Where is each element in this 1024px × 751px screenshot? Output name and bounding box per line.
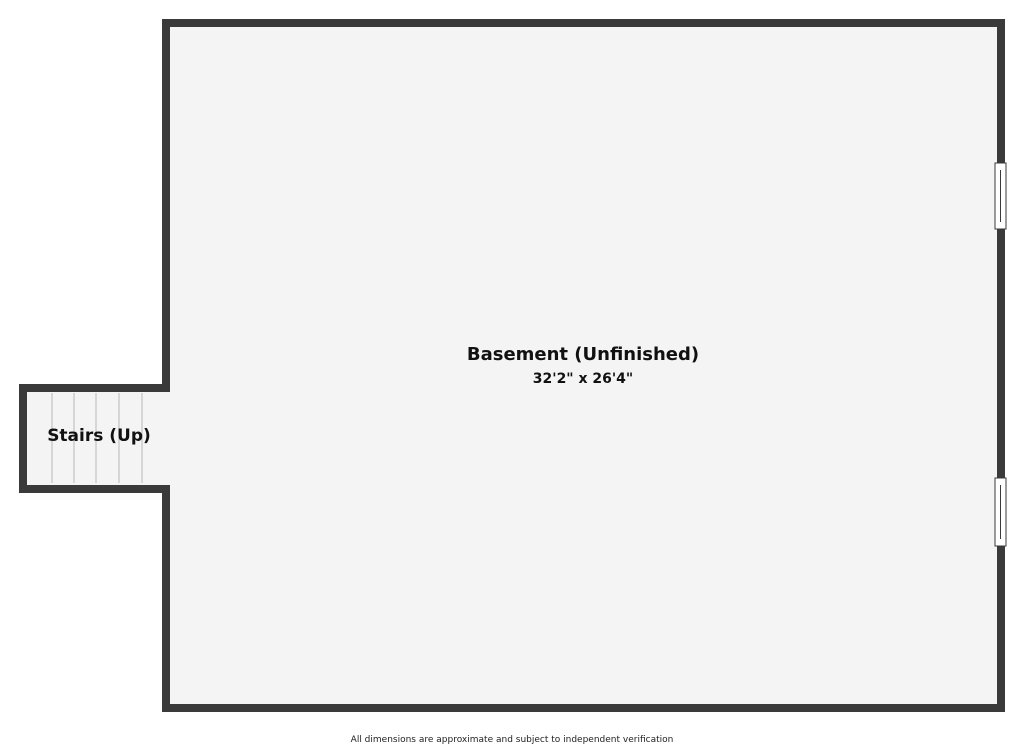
disclaimer-text: All dimensions are approximate and subje…: [350, 735, 674, 745]
stair-treads: [51, 393, 143, 483]
stairs-floor: [26, 391, 172, 485]
stairs-walls: [19, 384, 170, 493]
basement-label: Basement (Unfinished): [467, 344, 699, 365]
basement-floor: [168, 26, 998, 706]
window-lower: [994, 477, 1007, 547]
window-upper: [994, 162, 1007, 230]
basement-dimensions: 32'2" x 26'4": [533, 371, 633, 387]
stairs-label: Stairs (Up): [47, 426, 151, 446]
basement-walls: [162, 19, 1005, 712]
